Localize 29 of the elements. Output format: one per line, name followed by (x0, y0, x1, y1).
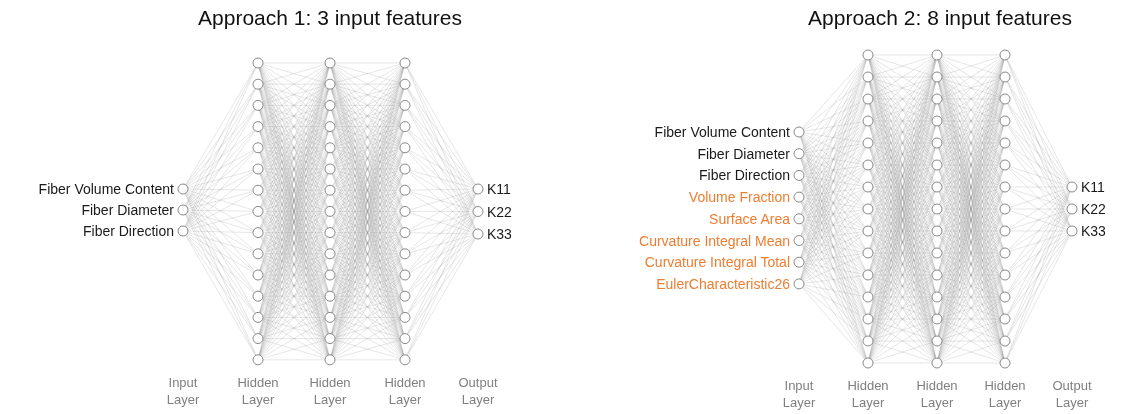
layer-label: Input Layer (781, 377, 817, 411)
output-label: K11 (487, 181, 511, 197)
layer-label: Hidden Layer (983, 377, 1027, 411)
input-feature-label: Fiber Diameter (81, 202, 174, 218)
layer-label: Hidden Layer (383, 374, 427, 408)
layer-label: Hidden Layer (846, 377, 890, 411)
layer-label: Hidden Layer (308, 374, 352, 408)
input-feature-label: Fiber Diameter (697, 145, 790, 162)
output-label: K11 (1081, 179, 1105, 195)
layer-label: Hidden Layer (915, 377, 959, 411)
layer-label: Output Layer (1051, 377, 1093, 411)
input-feature-label: Volume Fraction (688, 189, 790, 206)
layer-label: Output Layer (457, 374, 499, 408)
panel-title: Approach 2: 8 input features (808, 5, 1072, 31)
output-label: K22 (1081, 201, 1106, 217)
input-feature-label: Fiber Direction (82, 223, 174, 239)
panel-title: Approach 1: 3 input features (198, 5, 462, 31)
output-label: K22 (487, 203, 512, 220)
output-label: K33 (1081, 223, 1106, 239)
input-feature-label: Fiber Volume Content (654, 124, 790, 140)
input-feature-label: Curvature Integral Mean (639, 232, 790, 249)
layer-label: Hidden Layer (236, 374, 280, 408)
input-feature-label: Fiber Direction (698, 167, 790, 184)
output-label: K33 (487, 226, 512, 242)
input-feature-label: Surface Area (709, 210, 790, 227)
input-feature-label: EulerCharacteristic26 (656, 275, 790, 292)
input-feature-label: Fiber Volume Content (38, 181, 174, 197)
layer-label: Input Layer (165, 374, 201, 408)
input-feature-label: Curvature Integral Total (644, 254, 790, 271)
